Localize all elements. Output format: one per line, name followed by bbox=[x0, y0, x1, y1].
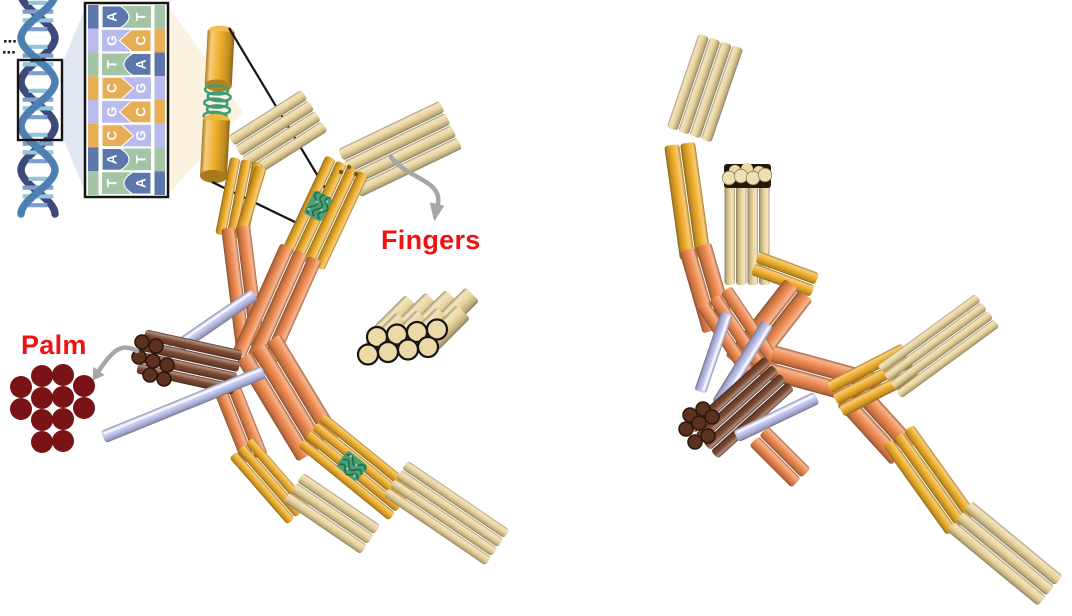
r-finger2-base-cylinder-bundle bbox=[751, 252, 819, 296]
base-letter: G bbox=[105, 35, 120, 46]
palm-helix-circle bbox=[52, 408, 74, 430]
base-letter: G bbox=[105, 107, 120, 118]
crossbar-3-cylinder-bundle bbox=[101, 366, 266, 443]
r-base-e-cylinder-bundle bbox=[750, 427, 810, 487]
palm-helix-circle bbox=[52, 364, 74, 386]
continuation-dots bbox=[3, 51, 6, 54]
palm-helix-circle bbox=[10, 376, 32, 398]
palm-cylinder-face bbox=[134, 334, 150, 350]
palm-helix-circle bbox=[73, 397, 95, 419]
continuation-dots bbox=[7, 51, 11, 54]
finger-cylinder-face bbox=[376, 340, 400, 364]
palm-cross-section bbox=[10, 364, 95, 453]
r-finger2-vertical bbox=[721, 163, 773, 285]
base-letter: T bbox=[134, 155, 149, 164]
r-finger1-distal-cylinder-bundle bbox=[667, 34, 743, 142]
fingers-arrow-icon bbox=[388, 154, 445, 222]
base-letter: T bbox=[105, 178, 120, 187]
finger-cylinder-face bbox=[416, 335, 440, 359]
continuation-dots bbox=[12, 51, 15, 54]
dna-double-helix bbox=[17, 0, 59, 218]
palm-cylinder-face bbox=[156, 371, 172, 387]
continuation-dots bbox=[8, 40, 12, 43]
base-letter: C bbox=[105, 131, 120, 141]
palm-label: Palm bbox=[21, 330, 87, 360]
palm-helix-circle bbox=[31, 431, 53, 453]
base-letter: A bbox=[134, 178, 149, 188]
r-finger1-mid-cylinder-bundle bbox=[664, 142, 711, 260]
finger4-base-cylinder-bundle bbox=[215, 384, 267, 463]
palm-helix-circle bbox=[73, 375, 95, 397]
base-letter: C bbox=[134, 36, 149, 46]
finger-cylinder-face bbox=[425, 318, 449, 341]
palm-helix-circle bbox=[10, 398, 32, 420]
base-letter: A bbox=[134, 59, 149, 69]
continuation-dots bbox=[13, 40, 16, 43]
fingers-distal-cylinder-bundle bbox=[338, 101, 462, 197]
palm-cylinder-face bbox=[145, 353, 161, 369]
r-finger3-distal-cylinder-bundle bbox=[878, 294, 999, 398]
finger1-distal-cylinder-bundle bbox=[229, 90, 327, 177]
finger3-distal-cylinder-bundle bbox=[384, 461, 509, 565]
helix-selection-box bbox=[16, 58, 64, 142]
base-letter: C bbox=[134, 107, 149, 117]
finger1-mid-b-cylinder-bundle bbox=[234, 166, 266, 240]
ssdna-joint bbox=[336, 451, 368, 481]
split-cylinder-spring bbox=[200, 25, 235, 183]
palm-helix-circle bbox=[52, 386, 74, 408]
finger-cylinder-face bbox=[356, 343, 380, 366]
palm-cylinder-face bbox=[131, 349, 147, 365]
base-letter: G bbox=[134, 83, 149, 94]
continuation-dots bbox=[4, 40, 7, 43]
palm-cylinder-face bbox=[678, 421, 694, 437]
palm-helix-circle bbox=[31, 365, 53, 387]
palm-cylinder-face bbox=[687, 434, 703, 450]
r-finger4-mid-cylinder-bundle bbox=[884, 425, 976, 535]
base-pair-ladder-inset: A T G C T A C G G C C G A T T A bbox=[83, 1, 170, 199]
palm-cylinder-face bbox=[700, 428, 716, 444]
palm-helix-circle bbox=[31, 387, 53, 409]
base-letter: G bbox=[134, 130, 149, 141]
r-crossbar-1-cylinder-bundle bbox=[695, 312, 732, 393]
palm-helix-circle bbox=[52, 430, 74, 452]
palm-arrow-icon bbox=[92, 345, 140, 381]
fingers-label: Fingers bbox=[381, 225, 481, 255]
palm-cylinder-face bbox=[142, 367, 158, 383]
r-crossbar-3-cylinder-bundle bbox=[734, 392, 819, 442]
palm-cylinder-face bbox=[691, 415, 707, 431]
origami-hand-side-view bbox=[664, 34, 1062, 605]
r-finger4-distal-cylinder-bundle bbox=[948, 502, 1062, 605]
base-letter: A bbox=[105, 154, 120, 164]
palm-helix-circle bbox=[31, 409, 53, 431]
origami-hand-front-view bbox=[101, 90, 509, 565]
crossbar-2-cylinder-bundle bbox=[170, 290, 257, 355]
palm-cylinder-face bbox=[148, 338, 164, 354]
ssdna-joint bbox=[304, 190, 332, 222]
base-letter: C bbox=[105, 83, 120, 93]
finger4-distal-cylinder-bundle bbox=[284, 474, 380, 553]
base-letter: T bbox=[134, 12, 149, 21]
fingers-cross-section bbox=[356, 288, 478, 366]
finger-cylinder-face bbox=[396, 338, 420, 361]
base-letter: A bbox=[105, 12, 120, 22]
base-letter: T bbox=[105, 60, 120, 69]
dna-zoom-panel: A T G C T A C G G C C G A T T A bbox=[3, 0, 326, 224]
palm-cylinder-face bbox=[159, 357, 175, 373]
zoom-lens-left bbox=[63, 6, 86, 194]
palm-cylinder-face bbox=[704, 409, 720, 425]
